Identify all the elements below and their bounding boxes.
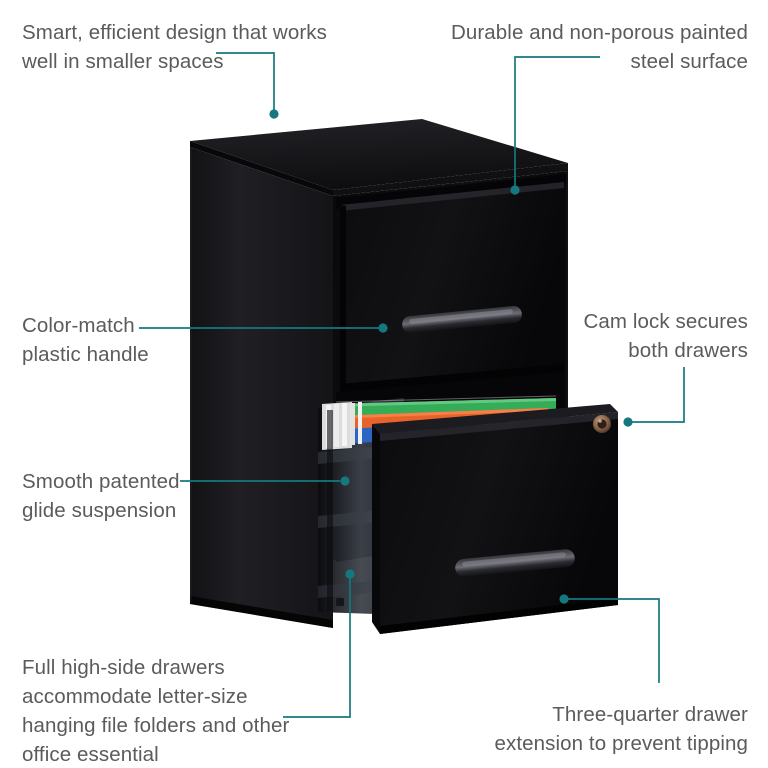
leader-dot-smart-design — [269, 109, 279, 119]
callout-plastic-handle: Color-match plastic handle — [22, 314, 149, 366]
top-drawer-closed[interactable] — [336, 174, 566, 392]
top-drawer-handle[interactable] — [402, 305, 523, 334]
callout-glide-suspension: Smooth patented glide suspension — [22, 470, 180, 522]
leader-line-high-side-drawers — [283, 569, 355, 718]
bottom-drawer-handle[interactable] — [454, 548, 575, 577]
leader-line-drawer-extension — [559, 594, 660, 683]
leader-line-glide-suspension — [180, 476, 350, 486]
leader-dot-cam-lock — [623, 417, 633, 427]
leader-line-cam-lock — [623, 367, 685, 427]
leader-dot-glide-suspension — [340, 476, 350, 486]
leader-line-steel-surface — [510, 56, 600, 195]
bottom-drawer-open[interactable] — [372, 404, 618, 634]
leader-dot-steel-surface — [510, 185, 520, 195]
leader-line-plastic-handle — [139, 323, 388, 333]
callout-steel-surface: Durable and non-porous painted steel sur… — [450, 21, 748, 73]
leader-line-smart-design — [216, 52, 279, 119]
callout-cam-lock: Cam lock secures both drawers — [583, 310, 748, 362]
leader-dot-drawer-extension — [559, 594, 569, 604]
cabinet-top-panel — [190, 119, 568, 196]
callout-drawer-extension: Three-quarter drawer extension to preven… — [494, 703, 748, 755]
callout-high-side-drawers: Full high-side drawers accommodate lette… — [22, 656, 290, 766]
cam-lock-icon[interactable] — [593, 415, 611, 433]
leader-dot-plastic-handle — [378, 323, 388, 333]
callout-smart-design: Smart, efficient design that works well … — [22, 21, 327, 73]
leader-dot-high-side-drawers — [345, 569, 355, 579]
cabinet-side-panel — [190, 147, 333, 628]
